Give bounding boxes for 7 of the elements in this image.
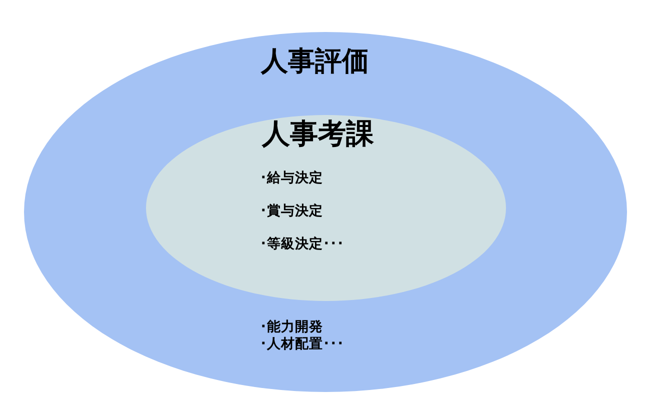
heading: 人事評価	[261, 47, 369, 77]
bullet-item: ･人材配置･･･	[260, 337, 344, 352]
bullet-item: ･給与決定	[260, 171, 323, 186]
heading: 人事考課	[262, 119, 374, 150]
bullet-item: ･賞与決定	[260, 204, 323, 219]
bullet-item: ･等級決定･･･	[260, 237, 344, 252]
bullet-item: ･能力開発	[260, 320, 323, 335]
